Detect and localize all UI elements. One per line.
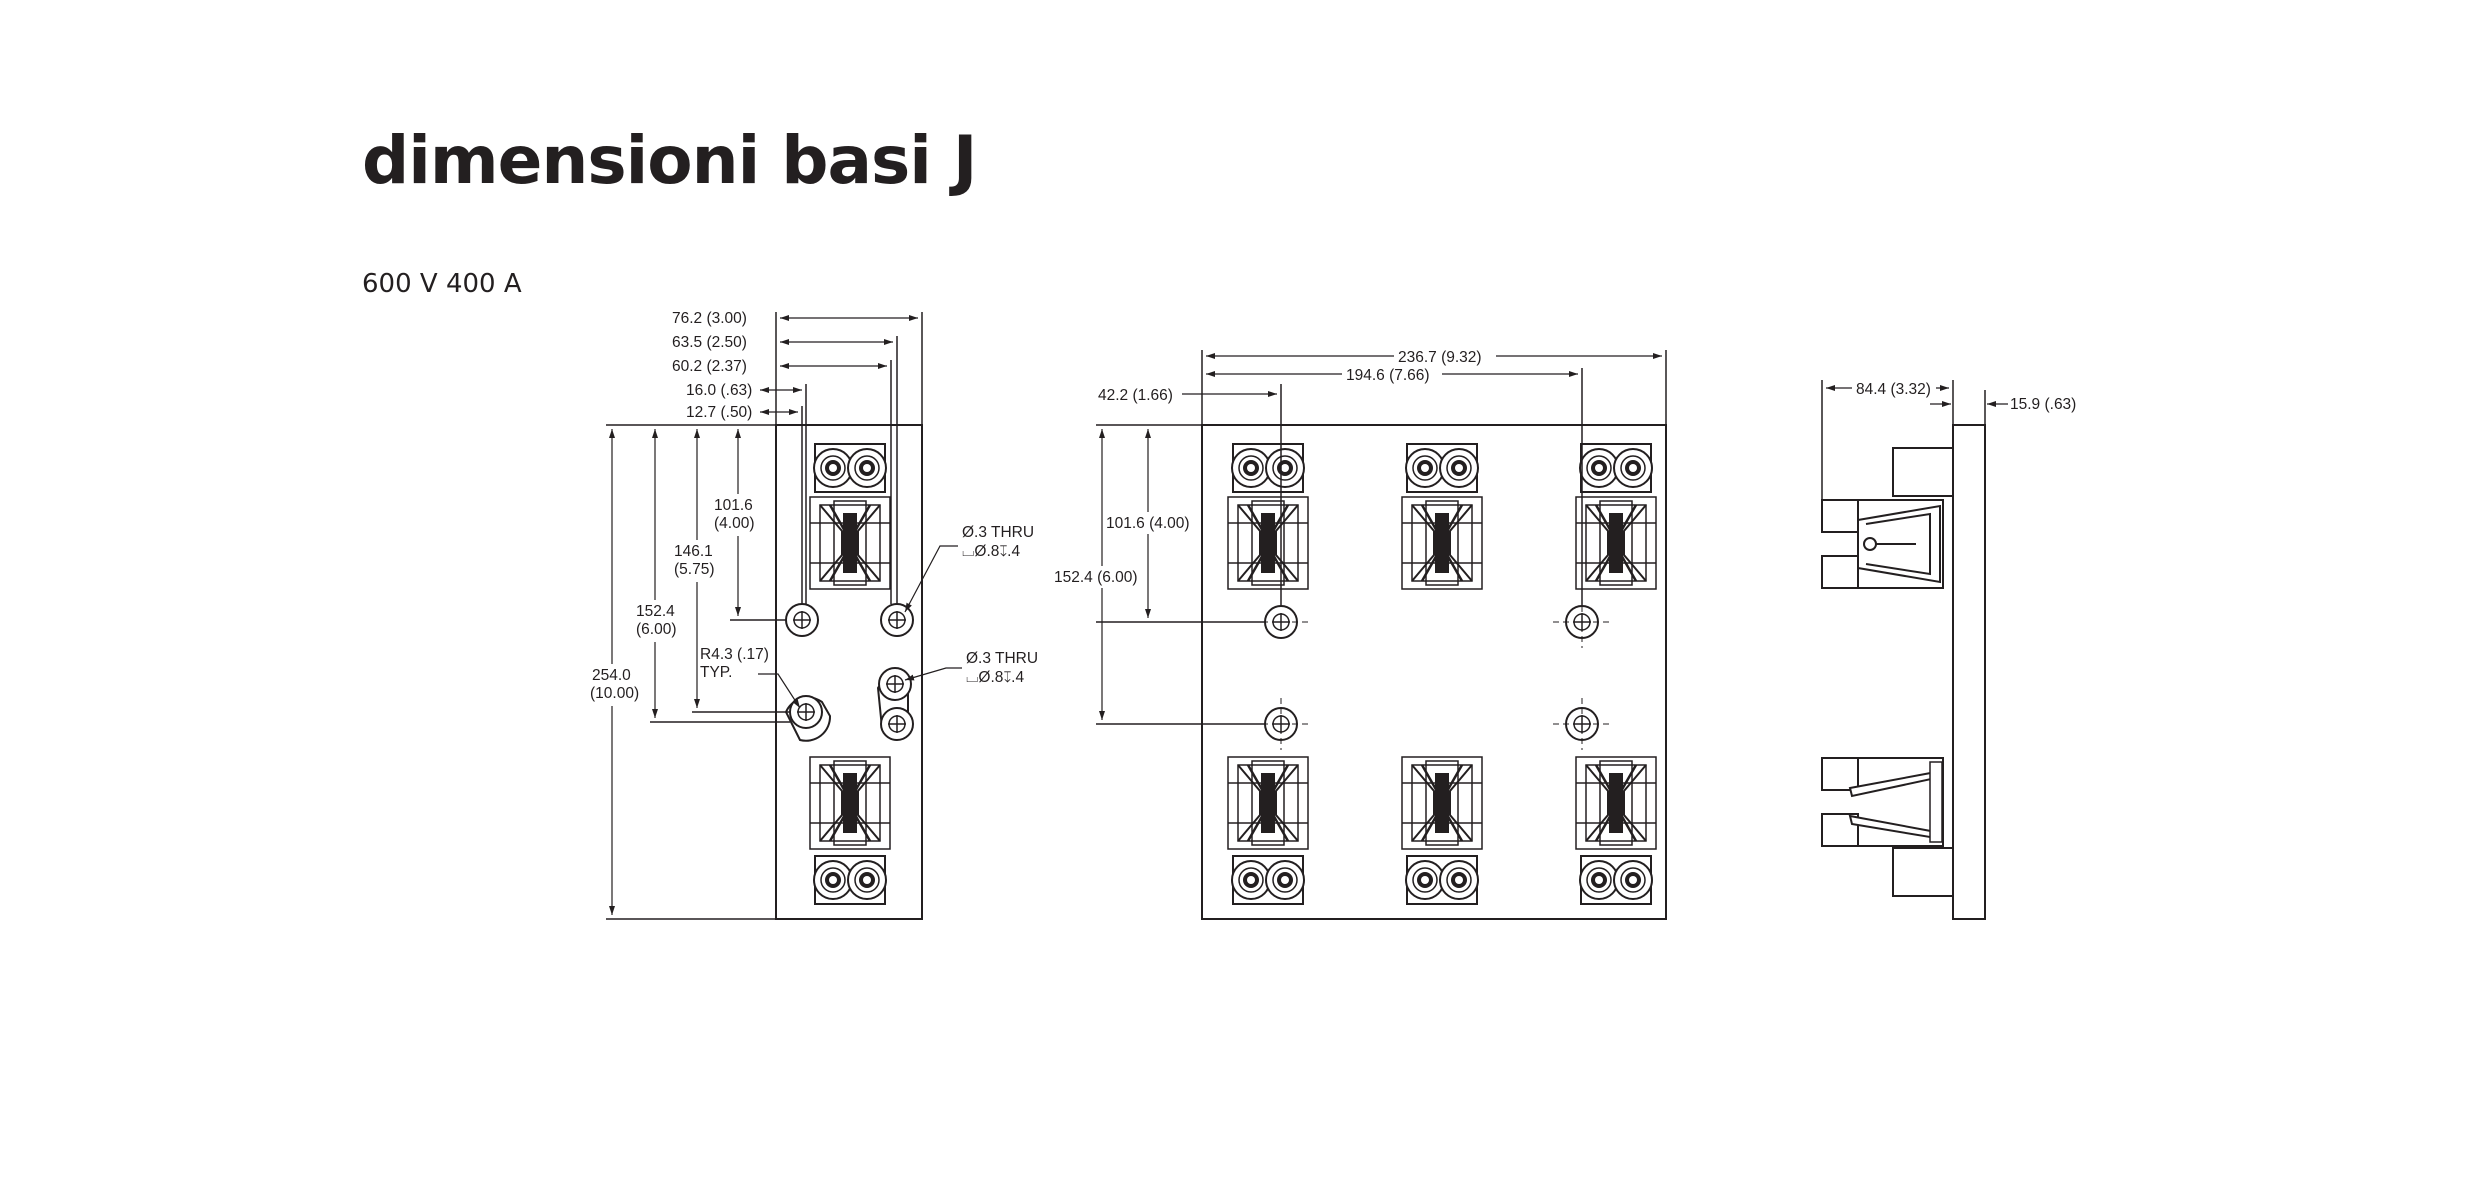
dim-101-6-value: 101.6 <box>714 497 753 514</box>
side-view: 84.4 (3.32) 15.9 (.63) <box>1821 378 2076 920</box>
radius-note-line1: R4.3 (.17) <box>700 646 769 663</box>
dim-152-4-triple: 152.4 (6.00) <box>1054 569 1138 586</box>
hole-note-2-line2: ⌴Ø.8↧.4 <box>966 669 1024 686</box>
dim-146-1-value: 146.1 <box>674 543 713 560</box>
dim-84-4: 84.4 (3.32) <box>1856 381 1931 398</box>
dim-194-6: 194.6 (7.66) <box>1346 367 1430 384</box>
dim-146-1-inch: (5.75) <box>674 561 715 578</box>
hole-note-1-line1: Ø.3 THRU <box>962 524 1034 541</box>
hole-note-1-line2: ⌴Ø.8↧.4 <box>962 543 1020 560</box>
dim-101-6-triple: 101.6 (4.00) <box>1106 515 1190 532</box>
dim-60-2: 60.2 (2.37) <box>672 358 747 375</box>
rating-subtitle: 600 V 400 A <box>362 269 522 299</box>
dim-12-7: 12.7 (.50) <box>686 404 752 421</box>
dim-101-6-inch: (4.00) <box>714 515 755 532</box>
dim-254-0-inch: (10.00) <box>590 685 639 702</box>
dim-76-2: 76.2 (3.00) <box>672 310 747 327</box>
dim-15-9: 15.9 (.63) <box>2010 396 2076 413</box>
dim-254-0-value: 254.0 <box>592 667 631 684</box>
hole-note-2-line1: Ø.3 THRU <box>966 650 1038 667</box>
dim-42-2: 42.2 (1.66) <box>1098 387 1173 404</box>
dim-16-0: 16.0 (.63) <box>686 382 752 399</box>
front-view-single: 76.2 (3.00) 63.5 (2.50) 60.2 (2.37) 16.0… <box>588 310 1038 920</box>
dim-152-4-inch: (6.00) <box>636 621 677 638</box>
front-view-triple: 236.7 (9.32) 194.6 (7.66) 42.2 (1.66) 10… <box>1050 346 1667 920</box>
dim-152-4-value: 152.4 <box>636 603 675 620</box>
dim-63-5: 63.5 (2.50) <box>672 334 747 351</box>
page-title: dimensioni basi J <box>362 122 977 199</box>
radius-note-line2: TYP. <box>700 664 732 681</box>
dim-236-7: 236.7 (9.32) <box>1398 349 1482 366</box>
